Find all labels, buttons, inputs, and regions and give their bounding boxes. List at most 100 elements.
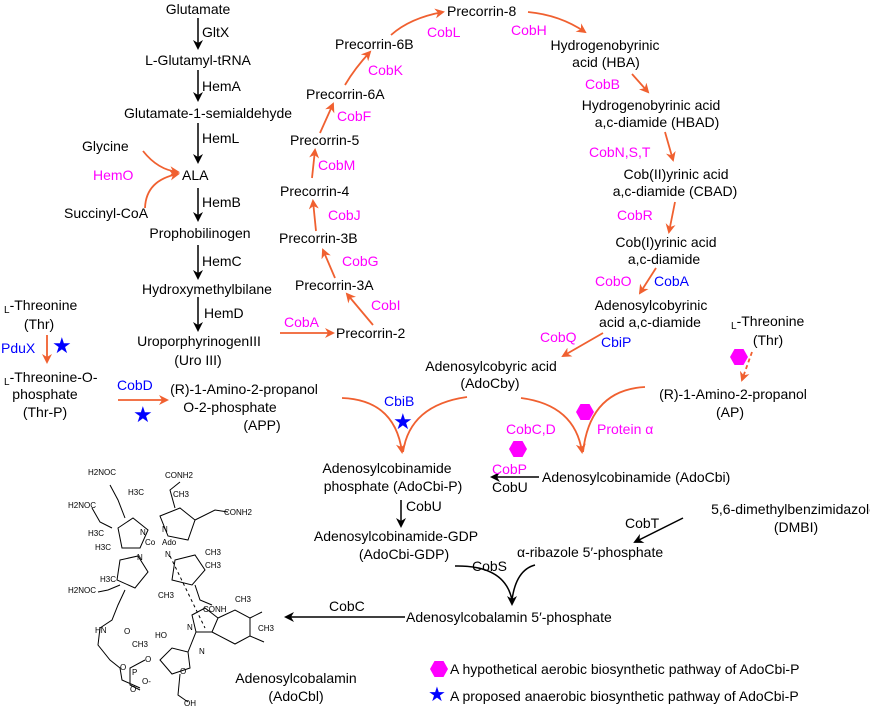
legend-hexagon-icon — [430, 661, 448, 677]
enzyme-cobj: CobJ — [328, 207, 361, 223]
enzyme-cobh: CobH — [511, 22, 547, 38]
precorrin-8: Precorrin-8 — [447, 3, 517, 19]
phosphate-link — [129, 659, 146, 691]
adocbi: Adenosylcobinamide (AdoCbi) — [542, 469, 731, 485]
glycine: Glycine — [82, 138, 129, 154]
anaerobic-star-icon: ★ — [133, 402, 153, 427]
uroporphyrinogen-iii-abbr: (Uro III) — [174, 352, 222, 368]
label-conh2-2: CONH2 — [224, 508, 253, 517]
threonine-label: -Threonine — [9, 297, 78, 313]
label-h3c-4: H3C — [100, 575, 116, 584]
enzyme-cobu-vertical: CobU — [406, 498, 442, 514]
enzyme-cobp: CobP — [492, 461, 528, 477]
enzyme-cobo: CobO — [595, 273, 632, 289]
adocbad-line1: Adenosylcobyrinic — [594, 297, 708, 313]
prophobilinogen: Prophobilinogen — [149, 225, 251, 241]
hbad-line1: Hydrogenobyrinic acid — [581, 97, 721, 113]
hbad-line2: a,c-diamide (HBAD) — [594, 114, 720, 130]
arrow-cobk — [344, 50, 372, 86]
enzyme-hema: HemA — [202, 78, 241, 94]
ch3-lines — [249, 611, 265, 643]
enzyme-cobq: CobQ — [540, 329, 577, 345]
enzyme-cbib: CbiB — [384, 393, 415, 409]
label-n-4: N — [165, 550, 171, 559]
adocby-line1: Adenosylcobyric acid — [425, 358, 557, 374]
label-o-2: O — [145, 655, 151, 664]
aerobic-hexagon-icon — [576, 404, 594, 420]
precorrin-5: Precorrin-5 — [290, 132, 360, 148]
enzyme-cobs: CobS — [472, 558, 508, 574]
label-h2noc-1: H2NOC — [88, 468, 116, 477]
side-chain-4 — [91, 507, 113, 529]
label-co: Co — [145, 538, 156, 547]
ring-b — [159, 507, 196, 541]
label-ch3-4: CH3 — [158, 591, 175, 600]
cob-i-line2: a,c-diamide — [627, 251, 701, 267]
thr-p-line3: (Thr-P) — [22, 404, 68, 420]
thr-p-label: -Threonine-O- — [9, 369, 98, 385]
arrow-cobj — [308, 199, 319, 232]
enzyme-coba-methylation: CobA — [284, 314, 320, 330]
enzyme-cobnst: CobN,S,T — [589, 144, 651, 160]
enzyme-cobc: CobC — [329, 598, 365, 614]
precorrin-2: Precorrin-2 — [336, 325, 406, 341]
enzyme-gltx: GltX — [202, 24, 230, 40]
arrow-coboa — [638, 267, 657, 295]
label-ch3-1: CH3 — [173, 490, 190, 499]
aerobic-hexagon-icon — [509, 441, 527, 457]
label-h2noc-2: H2NOC — [68, 501, 96, 510]
threonine-left: L-Threonine — [4, 297, 77, 319]
enzyme-hemb: HemB — [202, 194, 241, 210]
ring-d — [116, 555, 149, 589]
precorrin-3b: Precorrin-3B — [279, 230, 358, 246]
dmbi-line1: 5,6-dimethylbenzimidazole — [711, 501, 870, 517]
label-o-3: O — [120, 663, 126, 672]
side-chain-5 — [97, 584, 121, 593]
enzyme-cobf: CobF — [337, 108, 372, 124]
cbad-line1: Cob(II)yrinic acid — [623, 166, 729, 182]
app-line1: (R)-1-Amino-2-propanol — [170, 381, 318, 397]
ala: ALA — [182, 167, 209, 183]
arrow-cobb — [631, 73, 650, 94]
label-n-3: N — [137, 553, 143, 562]
thr-p-line2: phosphate — [12, 386, 78, 402]
side-chain-1 — [109, 484, 126, 519]
hydroxymethylbilane: Hydroxymethylbilane — [142, 281, 272, 297]
label-o-1: O — [124, 627, 130, 636]
glutamate: Glutamate — [165, 1, 231, 17]
label-ch3-3: CH3 — [205, 561, 222, 570]
precorrin-6a: Precorrin-6A — [306, 86, 385, 102]
adocby-line2: (AdoCby) — [460, 375, 520, 391]
hba-line1: Hydrogenobyrinic — [550, 37, 660, 53]
cob-i-line1: Cob(I)yrinic acid — [615, 234, 717, 250]
arrow-cobr — [665, 201, 676, 234]
benzimidazole-6ring — [211, 609, 251, 645]
app-line3: (APP) — [243, 417, 281, 433]
enzyme-hemo: HemO — [93, 167, 134, 183]
label-ch3-5: CH3 — [235, 595, 252, 604]
label-n-5: N — [187, 623, 193, 632]
ribose-to-base — [187, 631, 197, 653]
arrow-hemo-succinyl — [144, 170, 180, 209]
enzyme-protein-alpha: Protein α — [597, 421, 654, 437]
label-ch3-7: CH3 — [132, 640, 149, 649]
anaerobic-star-icon: ★ — [393, 409, 413, 434]
arrow-cbib-left — [341, 397, 406, 454]
label-n-1: N — [140, 528, 146, 537]
threonine-label: -Threonine — [736, 313, 805, 329]
side-chain-6 — [194, 584, 213, 606]
dmbi-line2: (DMBI) — [773, 519, 819, 535]
label-o-minus: O- — [142, 677, 151, 686]
arrow-cobf — [319, 102, 335, 134]
arrow-cobi — [345, 292, 374, 326]
enzyme-cobt: CobT — [625, 515, 660, 531]
precorrin-3a: Precorrin-3A — [295, 277, 374, 293]
ap-line1: (R)-1-Amino-2-propanol — [659, 386, 807, 402]
arrow-cobm — [309, 148, 320, 179]
arrow-protein-alpha — [582, 386, 646, 453]
label-ado: Ado — [162, 538, 177, 547]
anaerobic-star-icon: ★ — [52, 333, 72, 358]
l-prefix: L — [4, 305, 10, 316]
enzyme-hemd: HemD — [204, 305, 244, 321]
